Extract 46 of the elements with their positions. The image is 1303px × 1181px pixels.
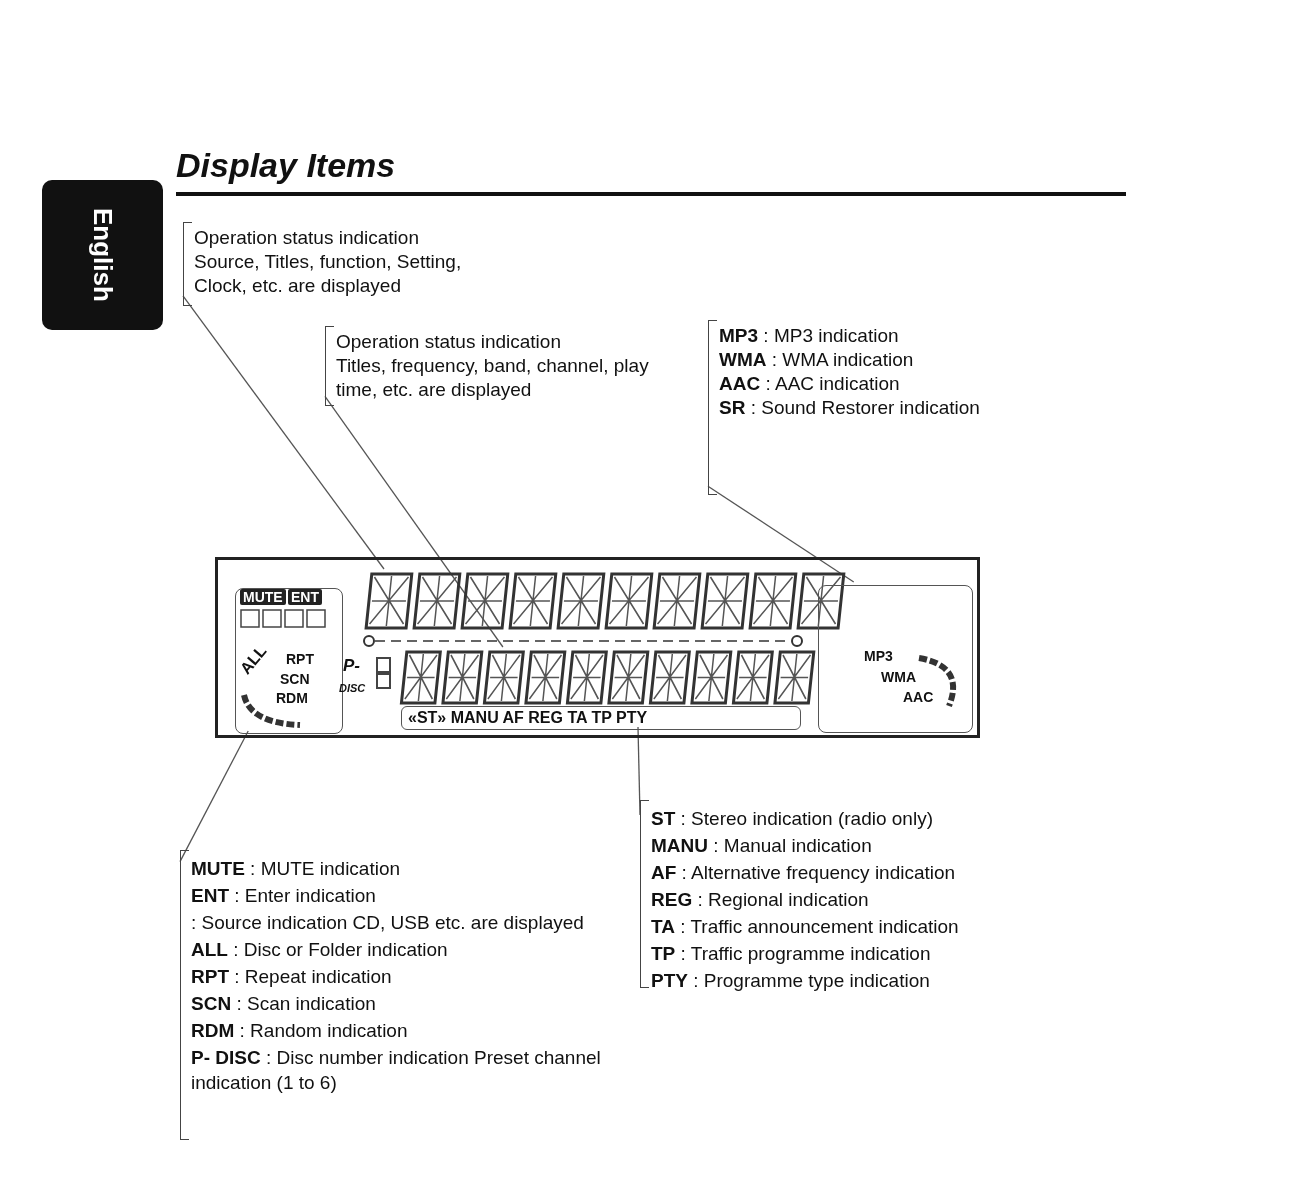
indication-text: AF : Alternative frequency indication: [651, 861, 957, 885]
indication-text: ALL : Disc or Folder indication: [191, 938, 449, 962]
segment-digits-drawing: [398, 650, 813, 705]
indication-text: TA : Traffic announcement indication: [651, 915, 960, 939]
indicator-text: RPT: [286, 651, 314, 667]
indication-text: ENT : Enter indication: [191, 884, 377, 908]
indication-text: MUTE : MUTE indication: [191, 857, 402, 881]
leader-line: [324, 395, 504, 648]
indication-text: WMA : WMA indication: [719, 348, 915, 372]
indication-text: Source, Titles, function, Setting, Clock, etc. are displayed: [194, 250, 463, 298]
indication-text: Operation status indication: [336, 330, 562, 354]
indication-text: RDM : Random indication: [191, 1019, 409, 1043]
indicator-text: AAC: [903, 689, 934, 705]
indicator-text: «ST» MANU AF REG TA TP PTY: [408, 709, 648, 727]
page-title: Display Items: [176, 146, 396, 185]
leader-line: [637, 726, 641, 816]
leader-line: [179, 730, 249, 863]
indication-text: TP : Traffic programme indication: [651, 942, 932, 966]
indication-text: REG : Regional indication: [651, 888, 870, 912]
indication-text: AAC : AAC indication: [719, 372, 901, 396]
segment-digits-drawing: [363, 572, 843, 630]
indicator-badge: MUTE: [240, 589, 286, 605]
indicator-strip: [401, 706, 801, 730]
indication-text: Operation status indication: [194, 226, 420, 250]
indicator-text: P-: [343, 656, 360, 676]
indicator-text: ALL: [236, 642, 271, 678]
indication-text: ST : Stereo indication (radio only): [651, 807, 934, 831]
lcd-display-panel: [215, 557, 980, 738]
indicator-text: SCN: [280, 671, 310, 687]
indication-text: P- DISC : Disc number indication Preset channel indication (1 to 6): [191, 1046, 602, 1095]
indicator-badge: ENT: [288, 589, 322, 605]
indication-text: Titles, frequency, band, channel, play time, etc. are displayed: [336, 354, 650, 402]
indication-text: RPT : Repeat indication: [191, 965, 393, 989]
indication-text: MP3 : MP3 indication: [719, 324, 900, 348]
leader-line: [182, 295, 385, 570]
indicator-text: MP3: [864, 648, 893, 664]
leader-line: [707, 485, 855, 583]
indicator-text: WMA: [881, 669, 916, 685]
indication-text: PTY : Programme type indication: [651, 969, 931, 993]
indicator-text: RDM: [276, 690, 308, 706]
language-tab: English: [42, 180, 163, 330]
indicator-area: [818, 585, 973, 733]
indication-text: : Source indication CD, USB etc. are displayed: [191, 911, 585, 935]
indication-text: SCN : Scan indication: [191, 992, 377, 1016]
indication-text: MANU : Manual indication: [651, 834, 873, 858]
indication-text: SR : Sound Restorer indication: [719, 396, 981, 420]
